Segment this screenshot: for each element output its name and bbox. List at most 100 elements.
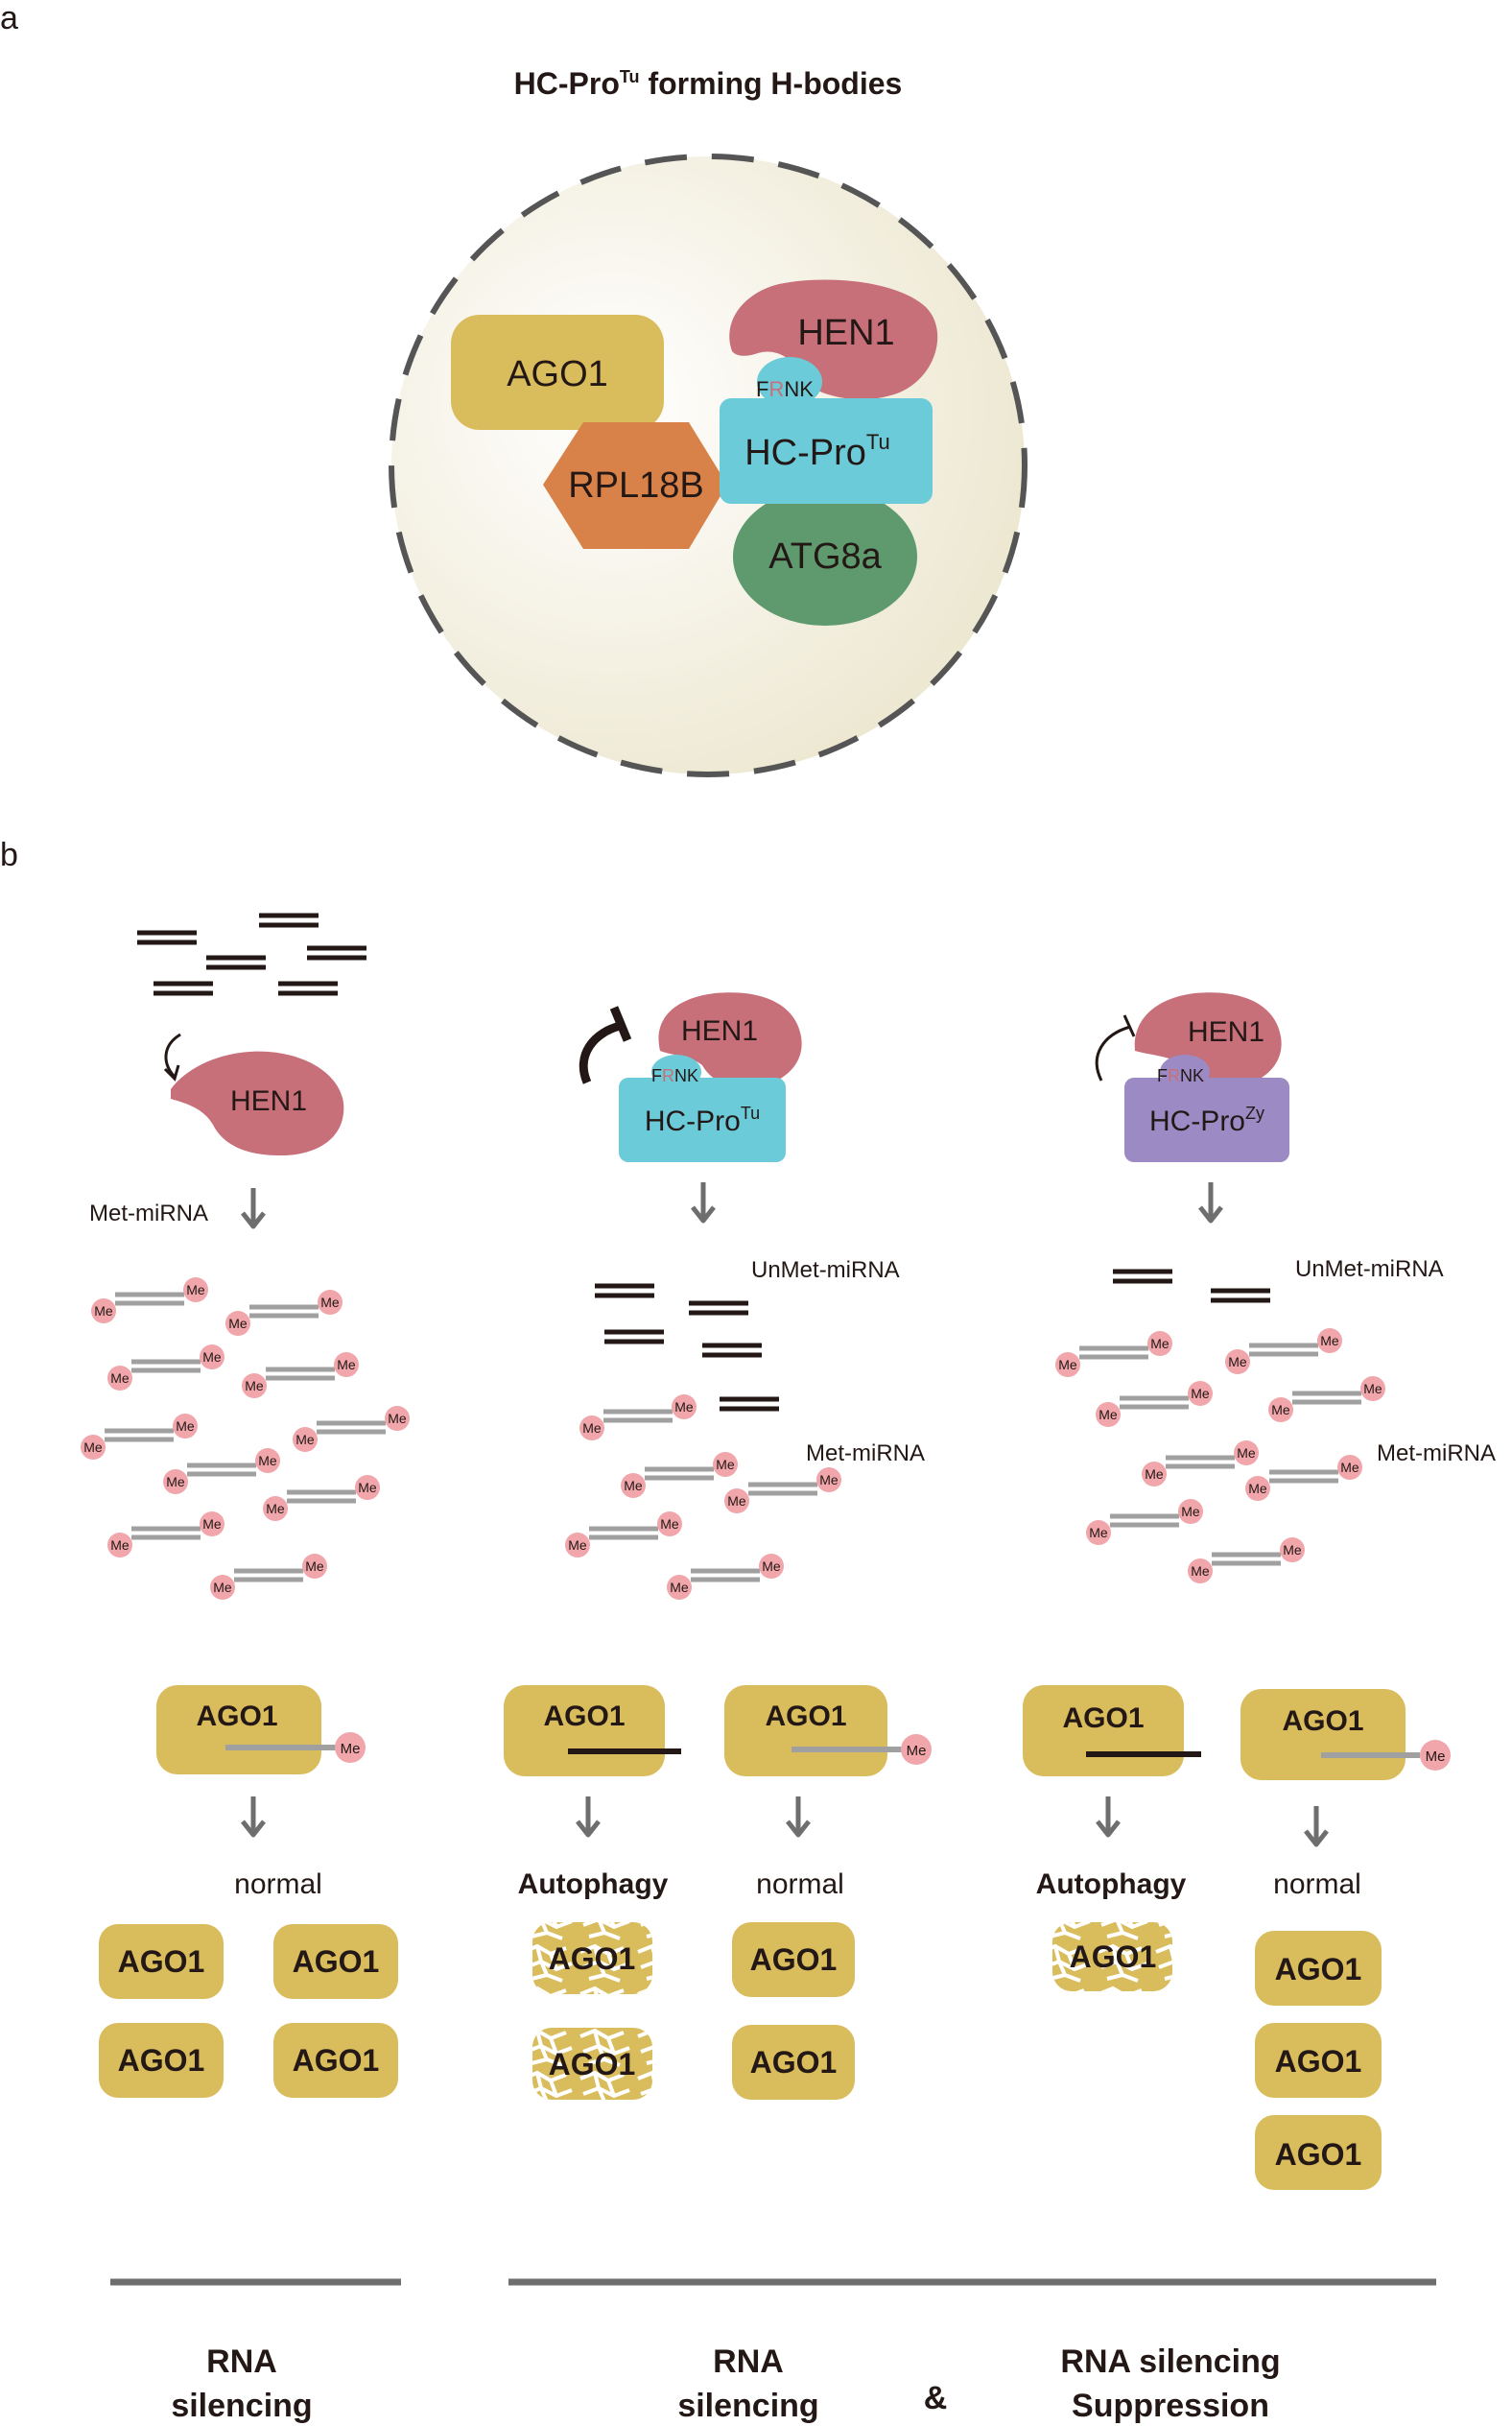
ago1-stable-label: AGO1	[1275, 2044, 1362, 2079]
me-circle	[1178, 1499, 1203, 1524]
frnk-domain	[757, 357, 822, 407]
me-circle	[225, 1311, 250, 1336]
rpl18b-protein	[543, 422, 727, 549]
ago1-stable-label: AGO1	[293, 1944, 380, 1979]
me-circle	[1225, 1349, 1250, 1374]
me-label: Me	[819, 1472, 839, 1487]
me-label: Me	[388, 1411, 407, 1426]
me-label: Me	[1145, 1466, 1164, 1482]
ago1-stable	[1255, 2115, 1382, 2190]
me-circle	[183, 1277, 208, 1302]
me-label: Me	[624, 1478, 643, 1493]
ago1-stable	[732, 2025, 855, 2100]
footer-left-line1: RNA	[206, 2343, 277, 2380]
me-label: Me	[83, 1439, 103, 1455]
arrow-down-autophagy-tu	[578, 1796, 599, 1835]
me-circle	[724, 1488, 749, 1513]
unmet-mirna-label-tu: UnMet-miRNA	[751, 1257, 900, 1283]
me-circle	[318, 1290, 343, 1315]
footer-mid-line2: silencing	[677, 2388, 818, 2424]
me-label: Me	[202, 1516, 222, 1532]
ago1-degraded-label: AGO1	[549, 1941, 636, 1976]
methylation-curve-arrowhead	[163, 1064, 180, 1082]
me-circle	[255, 1448, 280, 1473]
inhibition-bar-tu	[609, 1006, 632, 1042]
footer-right-line1: RNA silencing	[1060, 2343, 1280, 2380]
me-circle	[667, 1575, 692, 1600]
me-label: Me	[1283, 1542, 1302, 1558]
me-label: Me	[716, 1457, 735, 1472]
me-circle	[1096, 1402, 1121, 1427]
ago1-stable-label: AGO1	[1275, 1952, 1362, 1986]
me-label: Me	[582, 1420, 602, 1436]
me-label: Me	[94, 1303, 113, 1319]
hen1-enzyme-1	[171, 1051, 344, 1156]
me-circle	[1188, 1558, 1213, 1583]
footer-left-line2: silencing	[171, 2388, 312, 2424]
me-label: Me	[1237, 1445, 1256, 1461]
ago1-degraded-label: AGO1	[549, 2047, 636, 2081]
me-label: Me	[186, 1282, 205, 1297]
me-circle	[385, 1406, 410, 1431]
me-label: Me	[762, 1558, 781, 1574]
ago1-degraded-group-zy: AGO1	[1052, 1922, 1172, 1991]
ago1-degraded-label: AGO1	[1070, 1939, 1157, 1974]
unmet-mirna-cluster-1	[137, 916, 366, 993]
me-circle	[1360, 1376, 1385, 1401]
ago1-stable-label: AGO1	[750, 2045, 838, 2080]
me-circle	[816, 1467, 841, 1492]
title-sup: Tu	[620, 67, 640, 86]
me-circle	[200, 1344, 224, 1369]
me-bound-zy	[1420, 1740, 1451, 1771]
inhibition-arc-zy	[1095, 1025, 1131, 1082]
hen1-enzyme-zy	[1134, 992, 1282, 1088]
arrow-down-normal-tu	[788, 1796, 809, 1835]
me-label: Me	[258, 1453, 277, 1468]
me-circle	[1086, 1520, 1111, 1545]
arrow-down-normal-1	[243, 1796, 264, 1835]
me-label: Me	[1058, 1357, 1077, 1372]
me-label: Me	[727, 1493, 746, 1509]
me-label: Me	[110, 1370, 130, 1386]
me-circle	[759, 1554, 784, 1579]
hcpro-tu-label-b: HC-ProTu	[645, 1104, 760, 1137]
arrow-down-autophagy-zy	[1098, 1796, 1119, 1835]
me-label: Me	[337, 1357, 356, 1372]
ago1-stable	[99, 2023, 224, 2098]
me-circle	[579, 1415, 604, 1440]
arrow-down-zy	[1200, 1182, 1221, 1221]
unmet-mirna-cluster-zy	[1113, 1272, 1270, 1300]
ago1-stable-group-tu: AGO1 AGO1	[732, 1922, 855, 2100]
me-label: Me	[176, 1418, 195, 1434]
me-circle	[355, 1475, 380, 1500]
me-circle	[302, 1554, 327, 1579]
ago1-met-loaded-tu	[724, 1685, 887, 1776]
ago1-stable	[1255, 2023, 1382, 2098]
me-label: Me	[228, 1316, 248, 1331]
frnk-label-zy: FRNK	[1157, 1066, 1204, 1085]
me-label: Me	[166, 1474, 185, 1489]
ago1-label-met-zy: AGO1	[1282, 1705, 1363, 1737]
me-bound-tu	[901, 1734, 932, 1765]
me-circle	[1245, 1476, 1270, 1501]
me-circle	[163, 1469, 188, 1494]
me-circle	[1234, 1440, 1259, 1465]
autophagy-label-zy: Autophagy	[1036, 1868, 1187, 1900]
me-label: Me	[1271, 1402, 1290, 1417]
ago1-stable-group-1: AGO1 AGO1 AGO1 AGO1	[99, 1924, 398, 2098]
me-label: Me	[320, 1295, 340, 1310]
me-label: Me	[1191, 1386, 1210, 1401]
me-label: Me	[1228, 1354, 1247, 1369]
